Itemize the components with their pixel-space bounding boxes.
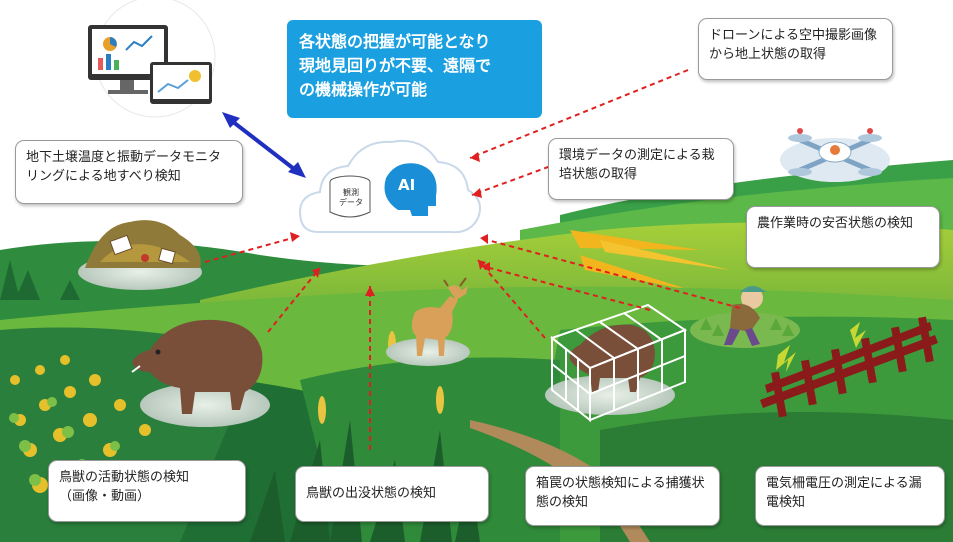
computer-monitors — [88, 25, 212, 104]
callout-fence: 電気柵電圧の測定による漏電検知 — [755, 466, 945, 526]
callout-drone: ドローンによる空中撮影画像から地上状態の取得 — [698, 18, 893, 80]
callout-animal-activity-line1: 鳥獣の活動状態の検知 — [59, 470, 190, 485]
callout-trap: 箱罠の状態検知による捕獲状態の検知 — [525, 466, 720, 526]
database-icon — [329, 175, 371, 218]
callout-animal-appearance-text: 鳥獣の出没状態の検知 — [306, 486, 437, 501]
database-label-line1: 観測 — [343, 188, 359, 197]
seedlings — [700, 318, 794, 336]
sun-ray — [600, 240, 730, 270]
callout-farmwork-text: 農作業時の安否状態の検知 — [757, 216, 914, 231]
deer — [411, 277, 468, 356]
data-arrows — [204, 69, 741, 450]
callout-fence-text: 電気柵電圧の測定による漏電検知 — [766, 476, 922, 510]
drone — [780, 128, 890, 182]
headline-line1: 各状態の把握が可能となり — [299, 32, 491, 51]
cage — [549, 303, 688, 423]
callout-animal-activity: 鳥獣の活動状態の検知 （画像・動画） — [48, 460, 246, 522]
callout-environment-text: 環境データの測定による栽培状態の取得 — [559, 148, 715, 182]
ai-head-icon — [384, 163, 437, 216]
sun-ray — [580, 255, 690, 290]
callout-animal-appearance: 鳥獣の出没状態の検知 — [295, 466, 489, 522]
data-arrow-heads — [290, 152, 490, 296]
callout-landslide: 地下土壌温度と振動データモニタリングによる地すべり検知 — [15, 140, 243, 204]
boar-left — [131, 319, 263, 414]
cage-shadow — [545, 375, 675, 415]
link-arrow — [222, 112, 306, 178]
lightning-marks — [776, 322, 866, 372]
callout-drone-text: ドローンによる空中撮影画像から地上状態の取得 — [709, 28, 877, 62]
database-label: 観測 データ — [333, 188, 369, 208]
callout-landslide-text: 地下土壌温度と振動データモニタリングによる地すべり検知 — [26, 150, 222, 184]
headline-line2: 現地見回りが不要、遠隔で — [299, 56, 492, 75]
callout-trap-text: 箱罠の状態検知による捕獲状態の検知 — [536, 476, 705, 510]
callout-environment: 環境データの測定による栽培状態の取得 — [548, 138, 734, 200]
farmer — [724, 286, 766, 346]
electric-fence — [760, 316, 938, 418]
deer-shadow — [386, 338, 470, 366]
dirt-path — [470, 420, 650, 542]
database-label-line2: データ — [339, 198, 363, 207]
headline-line3: の機械操作が可能 — [299, 80, 428, 99]
trees-left — [0, 260, 80, 300]
ai-label: AI — [398, 176, 416, 194]
callout-animal-activity-line2: （画像・動画） — [59, 489, 151, 504]
callout-farmwork: 農作業時の安否状態の検知 — [746, 206, 940, 268]
headline-box: 各状態の把握が可能となり 現地見回りが不要、遠隔で の機械操作が可能 — [287, 20, 542, 118]
